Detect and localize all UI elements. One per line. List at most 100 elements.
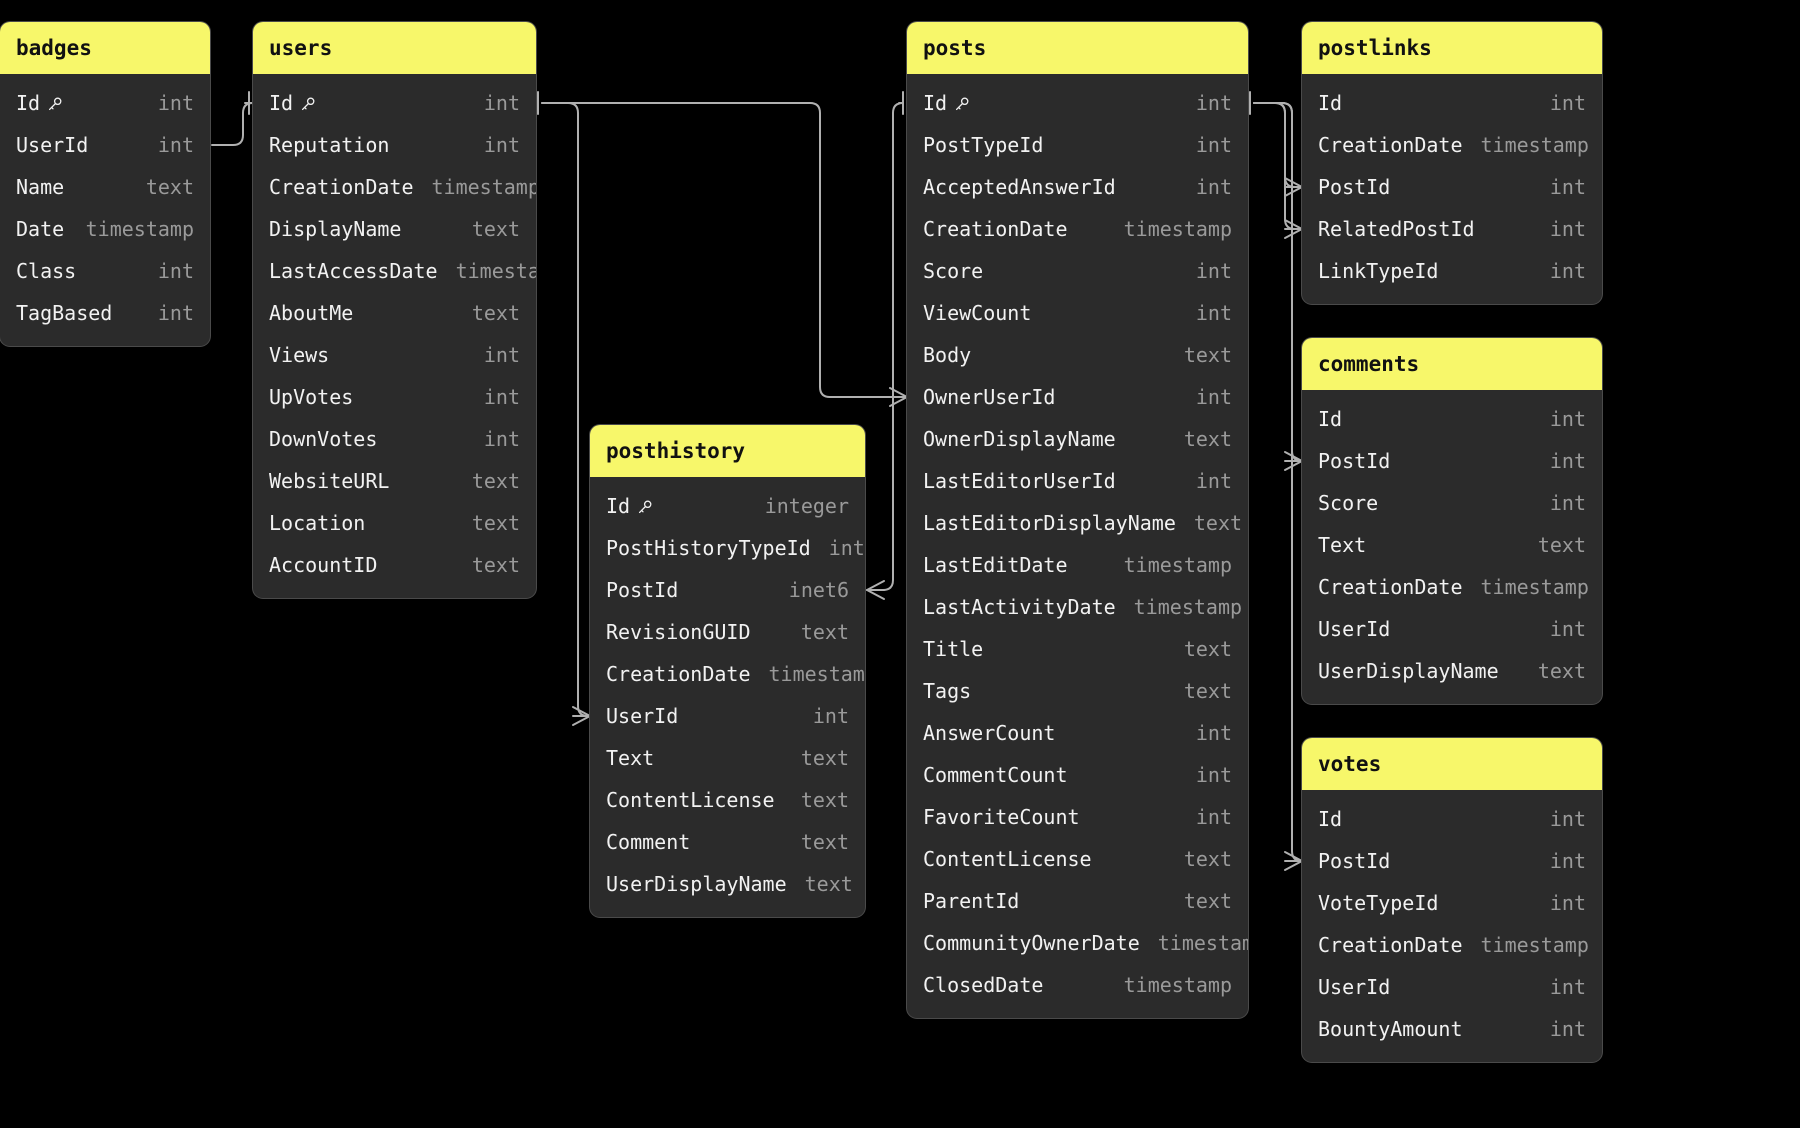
field-type: int (1549, 491, 1586, 515)
field-label: BountyAmount (1318, 1017, 1463, 1041)
field-type: int (1195, 259, 1232, 283)
field-name: ViewCount (923, 301, 1031, 325)
field-label: FavoriteCount (923, 805, 1080, 829)
field-name: Title (923, 637, 983, 661)
field-label: Id (1318, 807, 1343, 831)
field-label: DisplayName (269, 217, 402, 241)
field-label: Id (16, 91, 41, 115)
field-name: OwnerDisplayName (923, 427, 1116, 451)
field-type: text (1183, 889, 1232, 913)
field-label: CreationDate (923, 217, 1068, 241)
field-label: LastEditorUserId (923, 469, 1116, 493)
field-label: Comment (606, 830, 691, 854)
field-type: timestamp (768, 662, 866, 686)
field-row[interactable]: LastAccessDatetimestamp (253, 250, 536, 292)
field-name: Id (606, 494, 654, 518)
field-type: text (471, 217, 520, 241)
field-row[interactable]: DisplayName text (253, 208, 536, 250)
field-row[interactable]: CommunityOwnerDatetimestamp (907, 922, 1248, 964)
field-label: UserDisplayName (606, 872, 787, 896)
field-name: PostTypeId (923, 133, 1043, 157)
field-label: Views (269, 343, 330, 367)
field-label: Title (923, 637, 984, 661)
field-label: Id (923, 91, 948, 115)
